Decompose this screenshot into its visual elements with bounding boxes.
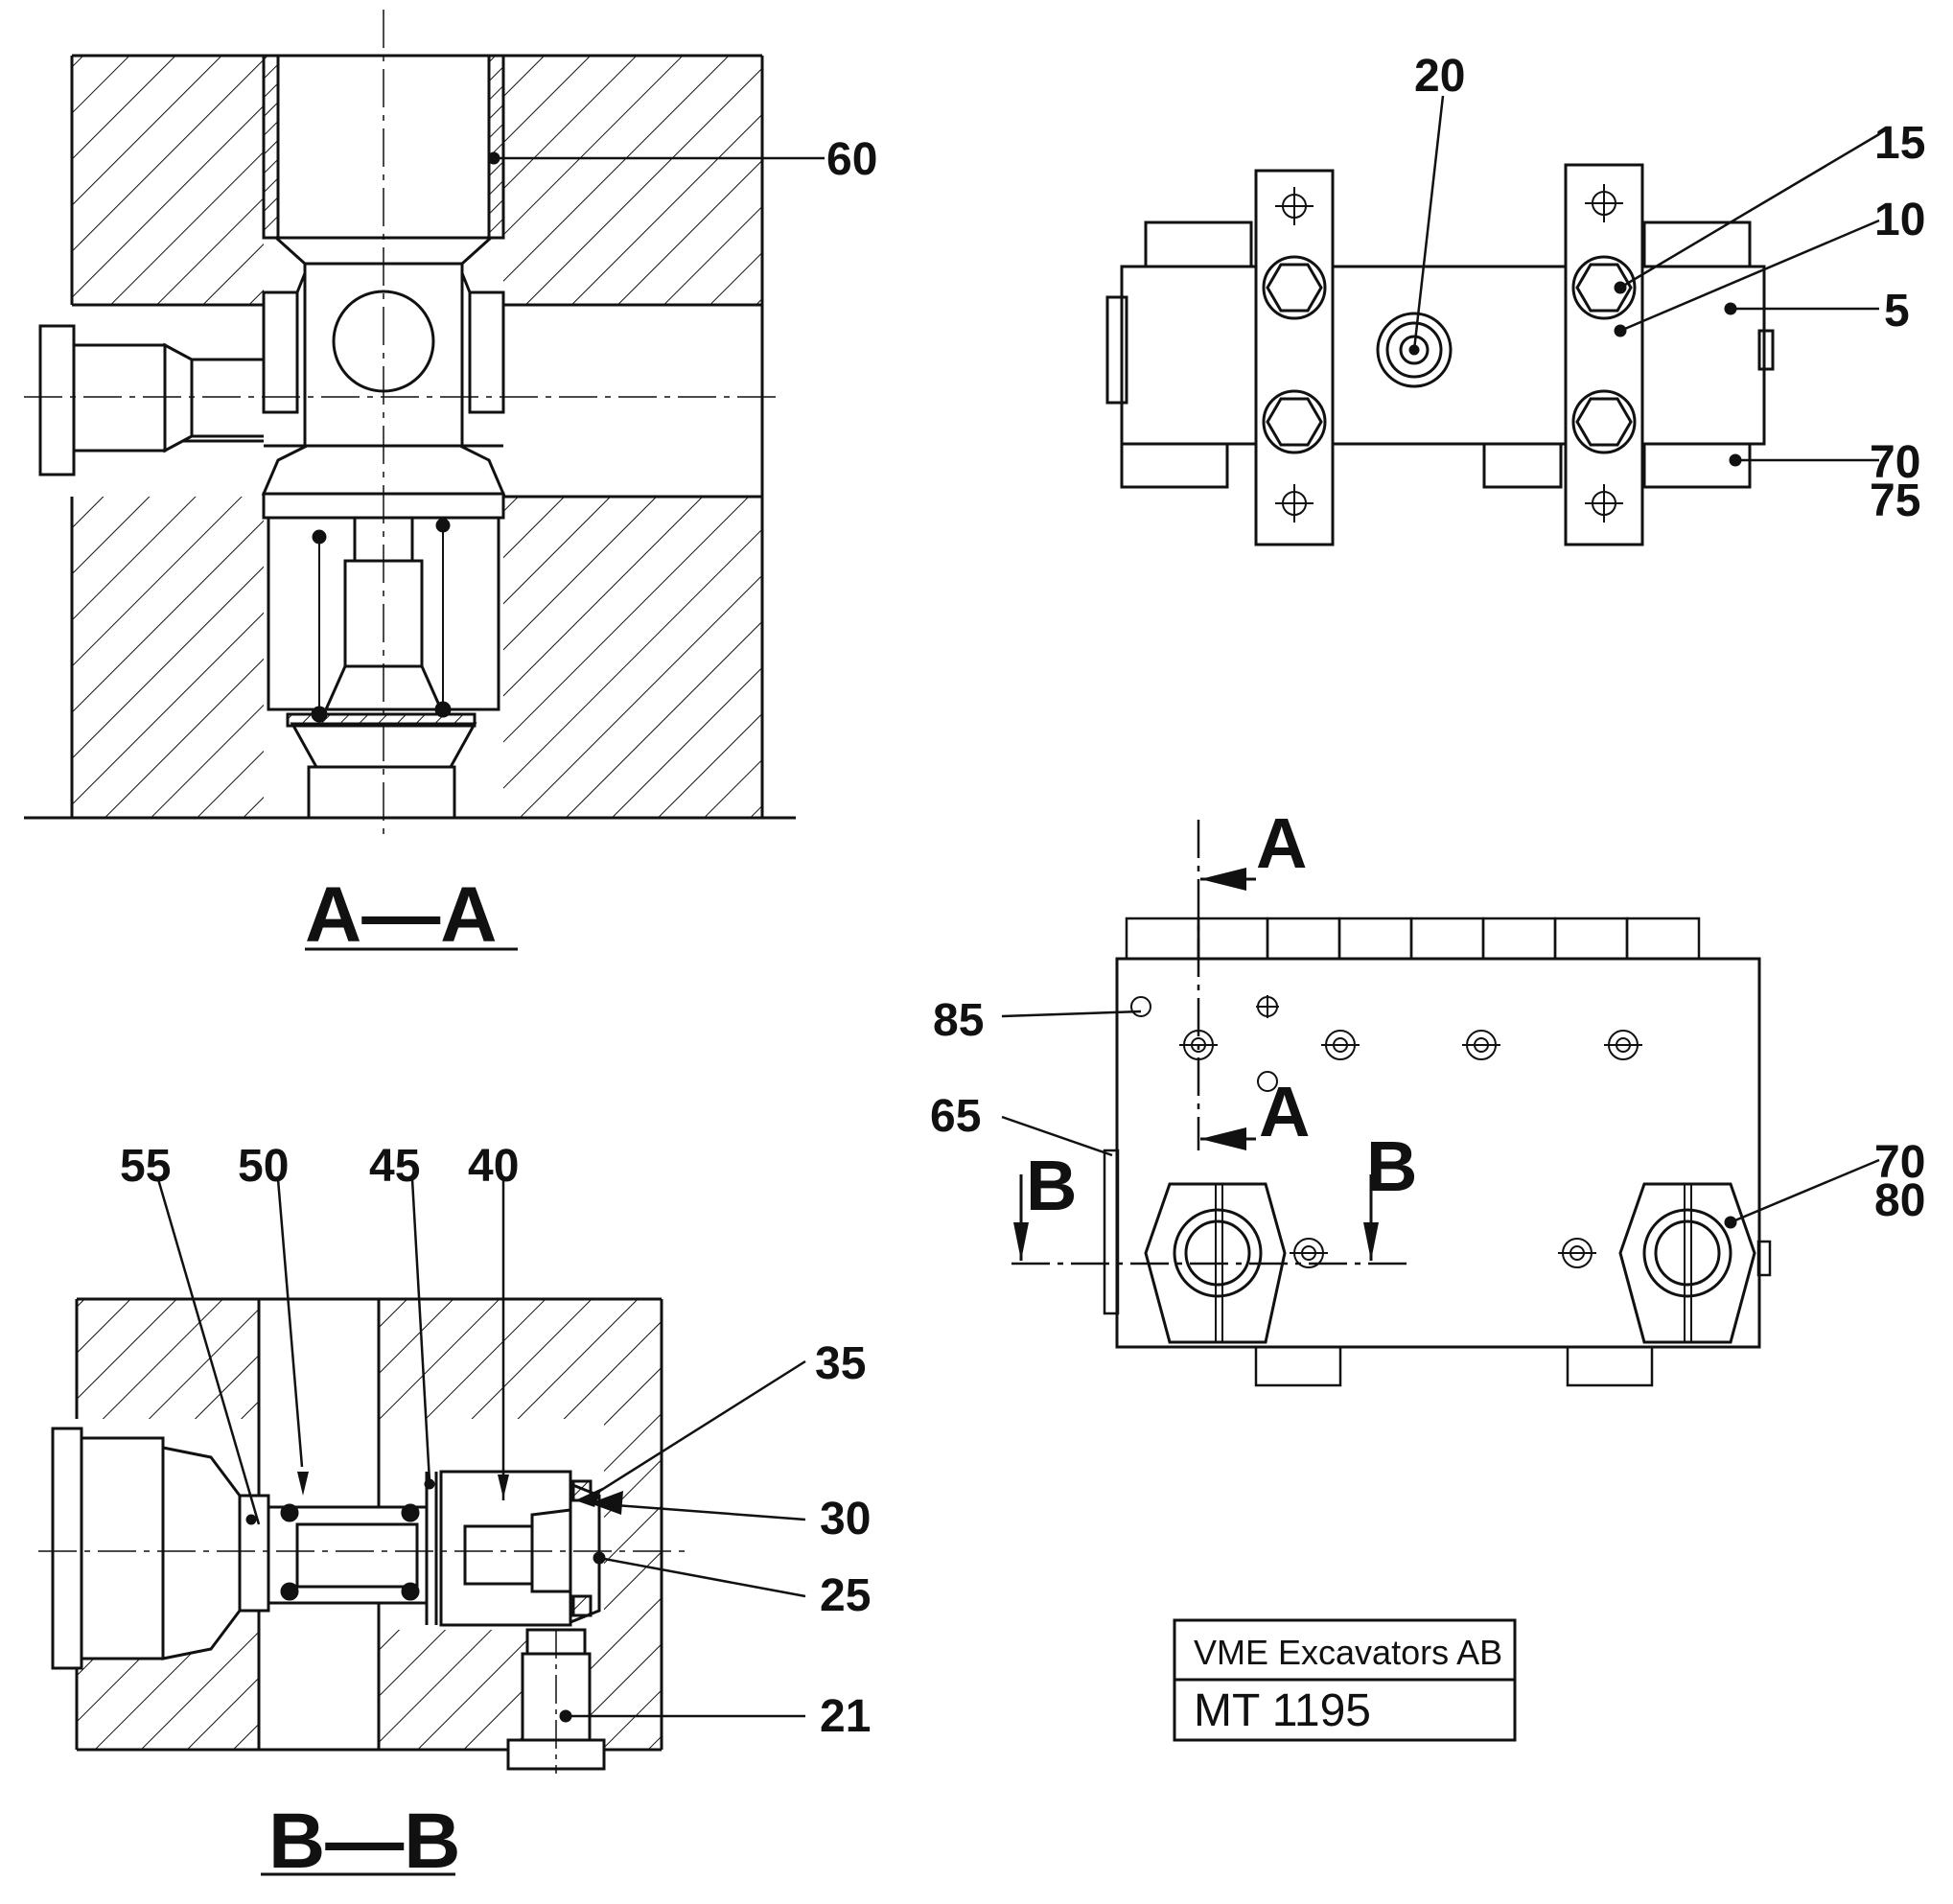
callout-15: 15 <box>1874 118 1925 169</box>
callout-5: 5 <box>1884 286 1910 337</box>
callout-75: 75 <box>1870 476 1920 526</box>
top-view <box>1105 95 1880 546</box>
section-title-aa: A—A <box>305 871 497 959</box>
callout-30: 30 <box>820 1494 871 1544</box>
callout-25: 25 <box>820 1570 871 1621</box>
section-marker-a-top: A <box>1256 803 1307 883</box>
section-marker-b-left: B <box>1026 1146 1077 1225</box>
section-title-bb: B—B <box>268 1798 460 1885</box>
callout-70-front: 70 <box>1874 1137 1925 1188</box>
section-marker-a-bottom: A <box>1259 1072 1310 1151</box>
callout-35: 35 <box>815 1338 866 1389</box>
callout-60: 60 <box>826 134 877 185</box>
callout-70-top: 70 <box>1870 437 1920 488</box>
callout-50: 50 <box>238 1141 289 1192</box>
title-block: VME Excavators AB MT 1195 <box>1173 1618 1517 1742</box>
section-aa-view <box>24 10 825 834</box>
callout-20: 20 <box>1414 51 1465 102</box>
callout-65: 65 <box>930 1091 981 1142</box>
section-bb-view <box>38 1178 806 1774</box>
callout-45: 45 <box>369 1141 420 1192</box>
section-marker-b-right: B <box>1366 1126 1417 1206</box>
callout-55: 55 <box>120 1141 171 1192</box>
callout-10: 10 <box>1874 195 1925 245</box>
company-name: VME Excavators AB <box>1194 1633 1502 1672</box>
callout-21: 21 <box>820 1691 871 1742</box>
front-view <box>1001 820 1880 1387</box>
callout-40: 40 <box>468 1141 519 1192</box>
callout-85: 85 <box>933 995 984 1046</box>
callout-80: 80 <box>1874 1175 1925 1226</box>
drawing-number: MT 1195 <box>1194 1685 1371 1736</box>
